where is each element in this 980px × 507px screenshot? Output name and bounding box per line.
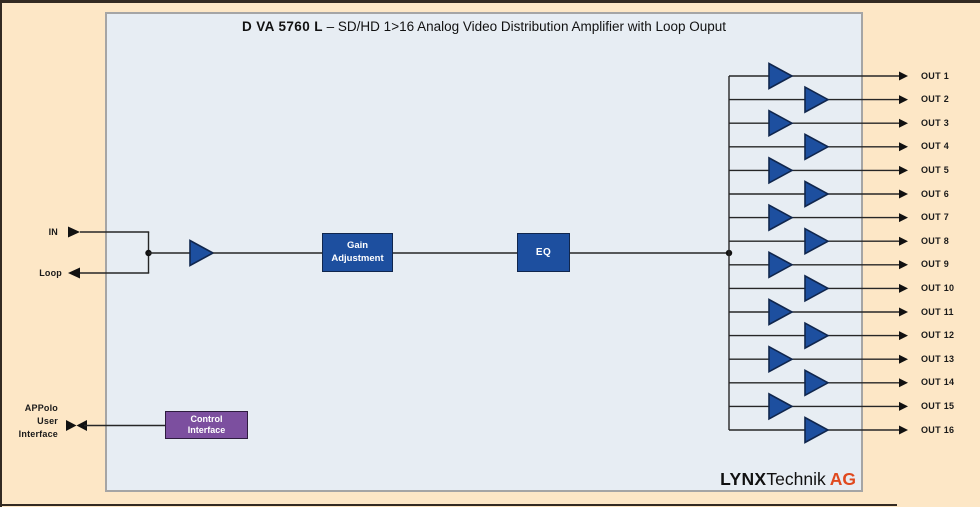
control-block-line1: Control [190,414,223,424]
in-port-label: IN [48,227,58,237]
control-interface-block: Control Interface [165,411,248,439]
output-amp-triangle-icon [768,392,794,421]
gain-block-line2: Adjustment [331,252,384,264]
gain-block-line1: Gain [346,240,369,251]
output-arrowhead-icon [899,425,908,435]
output-arrowhead-icon [899,189,908,199]
output-label: OUT 8 [921,235,950,246]
diagram-title: D VA 5760 L – SD/HD 1>16 Analog Video Di… [105,19,863,34]
output-label: OUT 11 [921,306,954,317]
output-amp-triangle-icon [804,132,830,161]
appolo-label-line2: User [37,416,58,426]
output-amp-triangle-icon [804,85,830,114]
appolo-label-line1: APPolo [24,403,58,413]
output-amp-triangle-icon [804,416,830,444]
output-label: OUT 9 [921,259,950,270]
output-label: OUT 7 [921,212,950,223]
page-border-top [0,0,980,3]
output-arrowhead-icon [899,283,908,293]
output-label: OUT 4 [921,141,950,152]
output-amp-triangle-icon [768,109,794,138]
output-label: OUT 6 [921,188,950,199]
output-label: OUT 12 [921,330,955,341]
output-label: OUT 2 [921,94,950,105]
output-label: OUT 1 [921,70,950,81]
output-label: OUT 14 [921,377,955,388]
output-arrowhead-icon [899,95,908,105]
output-network [729,62,908,444]
output-arrowhead-icon [899,142,908,152]
output-arrowhead-icon [899,213,908,223]
output-arrowhead-icon [899,401,908,411]
appolo-label-line3: Interface [18,429,58,439]
page-border-left [0,0,2,507]
output-label: OUT 5 [921,164,950,175]
output-arrowhead-icon [899,165,908,175]
output-arrowhead-icon [899,71,908,81]
output-arrowhead-icon [899,260,908,270]
output-label: OUT 13 [921,353,955,364]
loop-port-label: Loop [39,268,62,278]
eq-block: EQ [517,233,570,272]
output-amp-triangle-icon [804,227,830,256]
appolo-user-interface-label: APPolo User Interface [6,402,58,441]
logo-technik-text: Technik [766,469,826,489]
output-label: OUT 3 [921,117,950,128]
model-name: D VA 5760 L [241,19,323,34]
output-label: OUT 10 [921,282,955,293]
control-block-line2: Interface [187,425,226,435]
output-arrowhead-icon [899,307,908,317]
in-arrow-icon [68,226,80,238]
output-amp-triangle-icon [768,250,794,279]
output-amp-triangle-icon [768,298,794,326]
output-amp-triangle-icon [804,274,830,303]
output-amp-triangle-icon [804,180,830,208]
eq-block-label: EQ [535,247,552,258]
output-arrowhead-icon [899,354,908,364]
input-amp-triangle-icon [189,239,215,267]
output-label: OUT 16 [921,424,955,435]
logo-ag-text: AG [829,469,856,489]
gain-adjustment-block: Gain Adjustment [322,233,393,272]
loop-arrow-icon [68,267,80,279]
control-bidirectional-arrow-left-icon [66,420,77,431]
output-amp-triangle-icon [768,156,794,185]
output-arrowhead-icon [899,236,908,246]
output-amp-triangle-icon [804,321,830,350]
output-label: OUT 15 [921,400,955,411]
output-amp-triangle-icon [804,368,830,397]
control-bidirectional-arrow-right-icon [76,420,87,431]
output-arrowhead-icon [899,118,908,128]
output-arrowhead-icon [899,331,908,341]
page-border-bottom [0,504,897,506]
output-arrowhead-icon [899,378,908,388]
output-amp-triangle-icon [768,62,794,90]
title-description: – SD/HD 1>16 Analog Video Distribution A… [326,19,727,34]
output-amp-triangle-icon [768,203,794,232]
logo-lynx-text: LYNX [720,469,767,489]
output-amp-triangle-icon [768,345,794,374]
